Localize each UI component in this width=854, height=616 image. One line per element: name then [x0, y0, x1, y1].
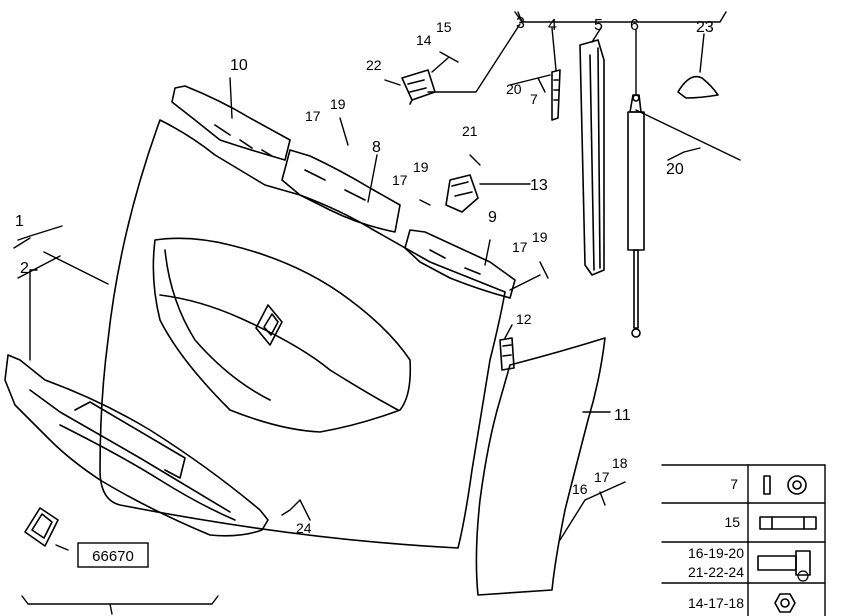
- nut-icon: [774, 593, 796, 613]
- legend-table: [661, 464, 826, 616]
- legend-label-16-19-20: 16-19-20: [688, 545, 744, 561]
- callout-23: 23: [696, 19, 714, 36]
- seal-strip: [579, 39, 605, 276]
- callout-3: 3: [516, 15, 525, 32]
- legend-label-7: 7: [730, 476, 738, 492]
- emblem-part: [24, 507, 59, 547]
- upper-trim-strip: [171, 85, 291, 161]
- callout-22: 22: [366, 57, 382, 73]
- callout-10: 10: [230, 57, 248, 74]
- callout-21: 21: [462, 123, 478, 139]
- logo-emblem: [255, 304, 283, 346]
- callout-1: 1: [15, 213, 24, 230]
- callout-6: 6: [630, 17, 639, 34]
- callout-17a: 17: [305, 108, 321, 124]
- callout-2: 2: [20, 260, 29, 277]
- callout-19b: 19: [413, 159, 429, 175]
- side-trim-panel: [475, 337, 606, 596]
- callout-24: 24: [296, 520, 312, 536]
- callout-9: 9: [488, 209, 497, 226]
- callout-14: 14: [416, 32, 432, 48]
- callout-18: 18: [612, 455, 628, 471]
- legend-label-21-22-24: 21-22-24: [688, 564, 744, 580]
- legend-labels: 7 15 16-19-20 21-22-24 14-17-18: [688, 476, 744, 611]
- callout-labels: 1 2 10 17 19 8 17 19 22 14 15 3 21 13 9 …: [15, 15, 714, 536]
- clip-part: [499, 337, 515, 371]
- reference-code: 66670: [92, 548, 134, 565]
- gas-strut: [627, 94, 645, 338]
- callout-4: 4: [548, 17, 557, 34]
- middle-trim-strip: [281, 149, 401, 233]
- callout-13: 13: [530, 177, 548, 194]
- callout-11: 11: [614, 407, 631, 424]
- callout-20b: 20: [666, 161, 684, 178]
- pin-part: [551, 69, 561, 121]
- leader-lines: [13, 11, 741, 615]
- callout-7: 7: [530, 91, 538, 107]
- legend-label-15: 15: [724, 514, 740, 530]
- legend-label-14-17-18: 14-17-18: [688, 595, 744, 611]
- screw-icon: [757, 550, 811, 582]
- reference-box: [77, 542, 149, 568]
- lower-bracket-tray: [4, 354, 269, 537]
- lower-trim-strip: [404, 229, 516, 299]
- latch-unit: [445, 174, 479, 213]
- washer-icon: [763, 475, 807, 495]
- callout-8: 8: [372, 139, 381, 156]
- callout-17d: 17: [594, 469, 610, 485]
- tailgate-panel: [99, 119, 506, 549]
- callout-19c: 19: [532, 229, 548, 245]
- hinge-bracket: [401, 69, 436, 105]
- callout-20a: 20: [506, 81, 522, 97]
- callout-16: 16: [572, 481, 588, 497]
- cap-part: [677, 75, 719, 99]
- callout-17c: 17: [512, 239, 528, 255]
- callout-19a: 19: [330, 96, 346, 112]
- callout-15: 15: [436, 19, 452, 35]
- callout-5: 5: [594, 17, 603, 34]
- callout-17b: 17: [392, 172, 408, 188]
- clip-icon: [759, 516, 817, 530]
- callout-12: 12: [516, 311, 532, 327]
